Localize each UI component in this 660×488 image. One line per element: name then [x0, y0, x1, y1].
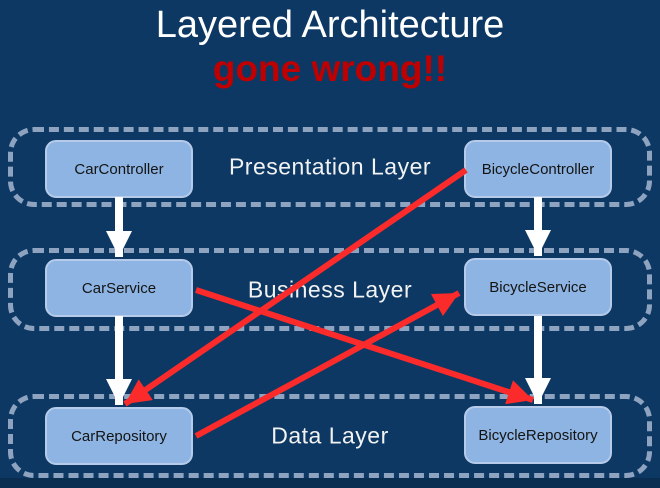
node-car-service: CarService	[45, 259, 193, 317]
node-car-repository-label: CarRepository	[71, 427, 167, 445]
node-bicycle-repository: BicycleRepository	[464, 406, 612, 464]
page-subtitle: gone wrong!!	[212, 48, 448, 89]
node-car-service-label: CarService	[81, 279, 157, 297]
node-bicycle-repository-label: BicycleRepository	[478, 426, 598, 444]
page-title: Layered Architecture	[155, 4, 505, 46]
node-car-controller-label: CarController	[74, 160, 164, 178]
node-bicycle-service-label: BicycleService	[489, 278, 587, 296]
node-bicycle-controller-label: BicycleController	[481, 160, 595, 178]
node-car-repository: CarRepository	[45, 407, 193, 465]
node-bicycle-controller: BicycleController	[464, 140, 612, 198]
node-bicycle-service: BicycleService	[464, 258, 612, 316]
node-car-controller: CarController	[45, 140, 193, 198]
bottom-edge-bar	[0, 478, 660, 488]
